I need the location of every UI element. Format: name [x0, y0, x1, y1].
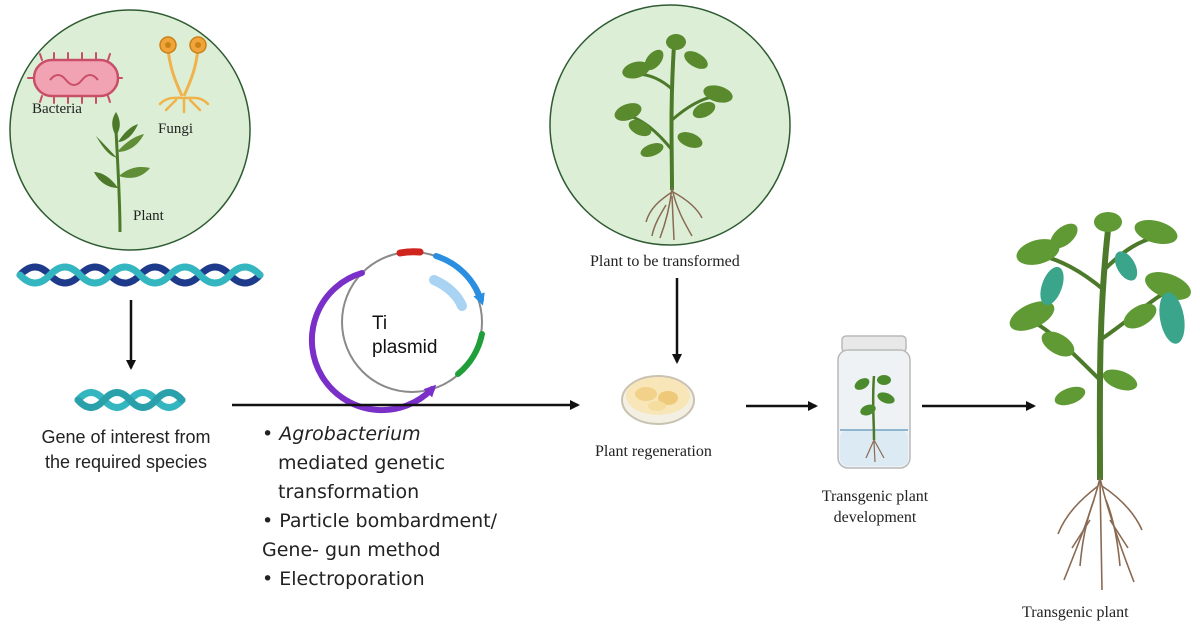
bacteria-label: Bacteria [32, 101, 82, 117]
agrobacterium-term: Agrobacterium [279, 423, 421, 445]
tomato-plant-icon [614, 34, 733, 241]
gene-label-line1: Gene of interest from [41, 427, 211, 447]
electroporation-text: Electroporation [279, 568, 425, 590]
method-agrobacterium-line2: mediated genetic [278, 452, 446, 474]
transgenic-plant-label: Transgenic plant [1022, 604, 1129, 621]
particle-bombardment-text: Particle bombardment/ [279, 510, 498, 532]
plasmid-label-line1: Ti [372, 313, 388, 334]
fungi-icon [158, 36, 210, 114]
fungi-label: Fungi [158, 121, 194, 137]
method-electroporation: • Electroporation [262, 565, 497, 594]
dna-helix-icon [16, 263, 264, 287]
bullet: • [262, 510, 274, 532]
method-agrobacterium-line3: transformation [278, 481, 420, 503]
ti-plasmid-icon [308, 248, 485, 414]
transformation-methods-list: • Agrobacterium mediated genetic transfo… [262, 420, 497, 594]
development-label-line1: Transgenic plant [821, 488, 929, 505]
method-agrobacterium: • Agrobacterium [262, 420, 497, 449]
transgenic-development-label: Transgenic plant development [792, 486, 958, 528]
source-species-circle [9, 9, 251, 251]
bacteria-icon [27, 52, 123, 104]
plant-label: Plant [133, 208, 164, 224]
plasmid-label-line2: plasmid [372, 337, 438, 358]
gene-of-interest-label: Gene of interest from the required speci… [20, 425, 232, 475]
culture-jar-icon [837, 335, 911, 469]
method-particle-bombardment: • Particle bombardment/ [262, 507, 497, 536]
bullet: • [262, 423, 274, 445]
petri-dish-icon [621, 375, 695, 425]
transgenic-plant-icon [1009, 212, 1191, 591]
ti-plasmid-label: Ti plasmid [372, 312, 437, 360]
plant-regeneration-label: Plant regeneration [595, 443, 712, 460]
gene-fragment-icon [74, 389, 186, 411]
method-gene-gun-line: Gene- gun method [262, 539, 441, 561]
plant-to-be-transformed-label: Plant to be transformed [590, 253, 740, 270]
development-label-line2: development [833, 509, 917, 526]
plant-icon [94, 112, 150, 233]
bullet: • [262, 568, 274, 590]
gene-label-line2: the required species [44, 452, 208, 472]
plant-to-transform-circle [549, 4, 791, 246]
